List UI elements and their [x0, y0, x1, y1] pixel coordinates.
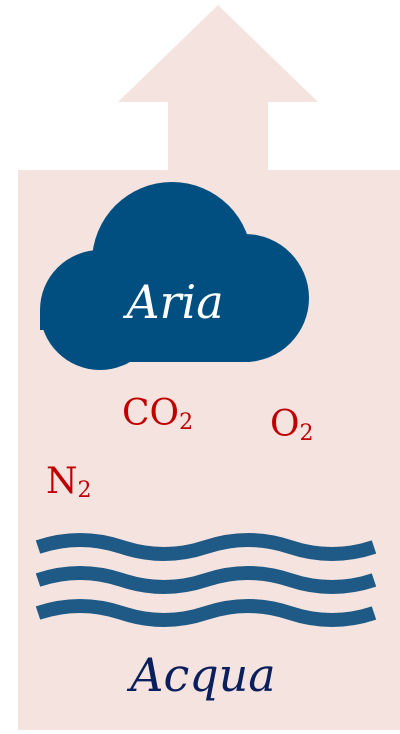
cloud-icon — [40, 182, 309, 370]
o2-label: O2 — [270, 405, 314, 454]
co2-subscript: 2 — [179, 410, 194, 435]
n2-label: N2 — [46, 462, 92, 511]
o2-base: O — [270, 404, 300, 445]
air-label: Aria — [126, 275, 224, 329]
co2-label: CO2 — [122, 394, 193, 443]
o2-subscript: 2 — [299, 421, 314, 446]
co2-base: CO — [122, 393, 180, 434]
n2-base: N — [46, 461, 78, 502]
n2-subscript: 2 — [77, 478, 92, 503]
water-waves-icon — [35, 533, 377, 627]
water-label: Acqua — [130, 648, 276, 702]
